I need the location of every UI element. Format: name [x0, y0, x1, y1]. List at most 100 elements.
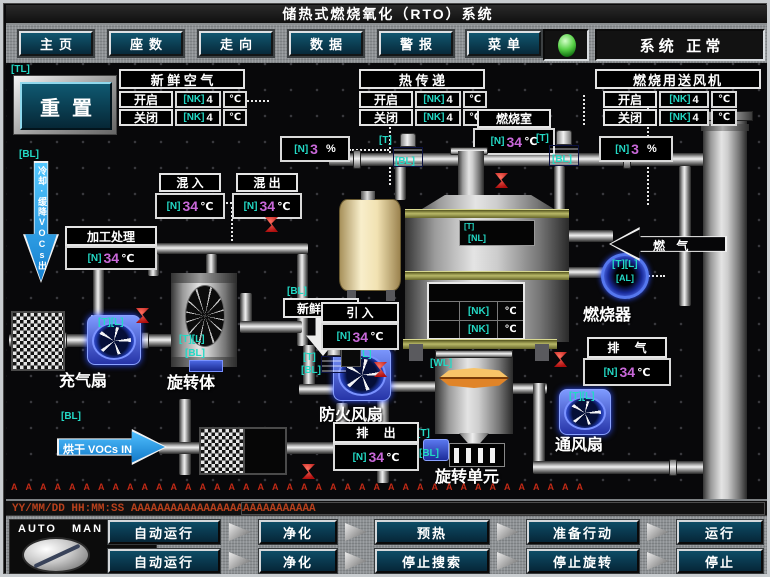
value-tag: [NK]: [467, 324, 490, 335]
step-button-auto-run-2[interactable]: 自动运行: [108, 549, 220, 573]
step-button-stop[interactable]: 停止: [677, 549, 763, 573]
label-text: 充气扇: [59, 373, 108, 390]
menu-label: 数据: [309, 37, 348, 52]
fresh-air-open-label: 开启: [119, 91, 173, 108]
rotary-body-rotor-icon: [185, 285, 225, 347]
reset-button[interactable]: 重置: [20, 82, 112, 130]
auto-man-knob[interactable]: [22, 537, 90, 573]
rotary-body-drive: [189, 360, 223, 372]
fresh-air-close-value: [NK]4: [175, 109, 221, 126]
rotary-unit-device[interactable]: [449, 443, 505, 467]
value-tag: [N]: [243, 200, 258, 212]
tag-tl: [TL]: [11, 64, 30, 75]
valve-top-right[interactable]: [549, 130, 579, 166]
signal-line: [349, 149, 389, 151]
step-button-preheat[interactable]: 预热: [375, 520, 489, 544]
pipe-v: [554, 166, 565, 232]
value-tag: [NK]: [669, 94, 691, 105]
value-number: 34: [368, 449, 385, 465]
tag-t-l: [T][L]: [569, 391, 595, 402]
vessel-leg: [409, 344, 423, 361]
burner-device[interactable]: [T][L] [AL]: [601, 253, 649, 299]
value-number: 34: [352, 328, 369, 345]
step-button-purify-1[interactable]: 净化: [259, 520, 337, 544]
menu-button-data[interactable]: 数据: [289, 31, 363, 56]
panel-title-text: 新 鲜 空 气: [150, 72, 214, 88]
signal-line: [231, 207, 233, 253]
exhaust-value: [N]34℃: [583, 358, 671, 386]
menu-button-flow[interactable]: 走向: [199, 31, 273, 56]
heat-transfer-close-value: [NK]4: [415, 109, 461, 126]
menu-button-home[interactable]: 主页: [19, 31, 93, 56]
chimney-ring: [701, 124, 749, 131]
unit-text: %: [646, 143, 657, 155]
vessel-band: [405, 209, 569, 218]
unit-text: ℃: [504, 324, 517, 335]
cool-out-arrow-label: 冷却·缓降VOCs出: [37, 166, 47, 271]
vessel-stub: [458, 151, 484, 199]
pipe-h: [299, 384, 339, 395]
step-button-stop-search[interactable]: 停止搜索: [375, 549, 489, 573]
pipe-h: [533, 461, 707, 474]
man-label: MAN: [72, 523, 104, 535]
vessel-shoulder: [418, 195, 558, 211]
vent-fan[interactable]: [T][L]: [559, 389, 611, 435]
blower-open-unit: ℃: [711, 91, 737, 108]
button-label: 自动运行: [133, 554, 194, 570]
valve-actuator: [556, 130, 572, 145]
charge-fan[interactable]: [T][L]: [87, 315, 141, 365]
blower-open-value: [NK]4: [659, 91, 709, 108]
page-title: 储热式燃烧氧化（RTO）系统: [282, 6, 494, 22]
menu-button-units[interactable]: 座数: [109, 31, 183, 56]
step-button-purify-2[interactable]: 净化: [259, 549, 337, 573]
filter-box-bottom-dark: [245, 427, 287, 475]
pipe-v: [679, 166, 691, 306]
alarm-ticker: AAAAAAAAAAAAAAAAAAAAAAAAAAAAAAAAAAAAAAAA: [11, 482, 651, 496]
pipe-h: [283, 442, 343, 454]
panel-title-text: 燃烧用送风机: [632, 72, 723, 88]
button-label: 净化: [282, 554, 313, 570]
tag-t: [T]: [536, 133, 549, 144]
tag-bl: [BL]: [552, 154, 572, 165]
pipe-h: [159, 442, 203, 454]
menu-label: 走向: [219, 37, 258, 52]
value-number: 4: [446, 111, 453, 124]
tag-bl: [BL]: [61, 411, 81, 422]
tag-t: [T]: [464, 222, 475, 231]
menu-button-menu[interactable]: 菜单: [467, 31, 541, 56]
unit-text: ℃: [468, 94, 482, 105]
fan-ring: [92, 322, 136, 360]
menu-button-alarm[interactable]: 警报: [379, 31, 453, 56]
auto-label: AUTO: [18, 523, 57, 535]
heat-transfer-panel-title: 热 传 递: [359, 69, 485, 89]
rotary-body-cap: [171, 273, 237, 283]
step-button-run[interactable]: 运行: [677, 520, 763, 544]
valve-top-left[interactable]: [393, 133, 423, 167]
tag-bl: [BL]: [287, 286, 307, 297]
menu-label: 主页: [39, 37, 78, 52]
rotary-unit-pump[interactable]: [423, 439, 449, 461]
pipe-v: [206, 254, 217, 276]
step-button-auto-run-1[interactable]: 自动运行: [108, 520, 220, 544]
unit-text: ℃: [524, 136, 538, 148]
value-number: 4: [446, 93, 453, 106]
dry-in-label: 烘干 VOCs IN: [63, 444, 133, 456]
unit-text: ℃: [228, 94, 242, 105]
step-button-stop-rotate[interactable]: 停止旋转: [527, 549, 639, 573]
value-tag: [N]: [166, 200, 181, 212]
combustion-chamber-title: 燃烧室: [477, 109, 551, 128]
button-label: 停止搜索: [401, 554, 462, 570]
tag-wl: [WL]: [430, 358, 453, 369]
damper-right-display: [N]3%: [599, 136, 673, 162]
button-label: 运行: [704, 525, 735, 541]
step-button-prepare[interactable]: 准备行动: [527, 520, 639, 544]
rotary-distributor-icon: [439, 368, 509, 388]
menu-label: 菜单: [487, 37, 526, 52]
knob-pointer: [33, 543, 81, 569]
value-tag: [NK]: [669, 112, 691, 123]
value-number: 34: [506, 133, 523, 150]
distributor-vessel: [435, 350, 513, 434]
menu-label: 警报: [399, 37, 438, 52]
mix-out-title: 混 出: [236, 173, 298, 192]
tag-t: [T]: [303, 352, 316, 363]
